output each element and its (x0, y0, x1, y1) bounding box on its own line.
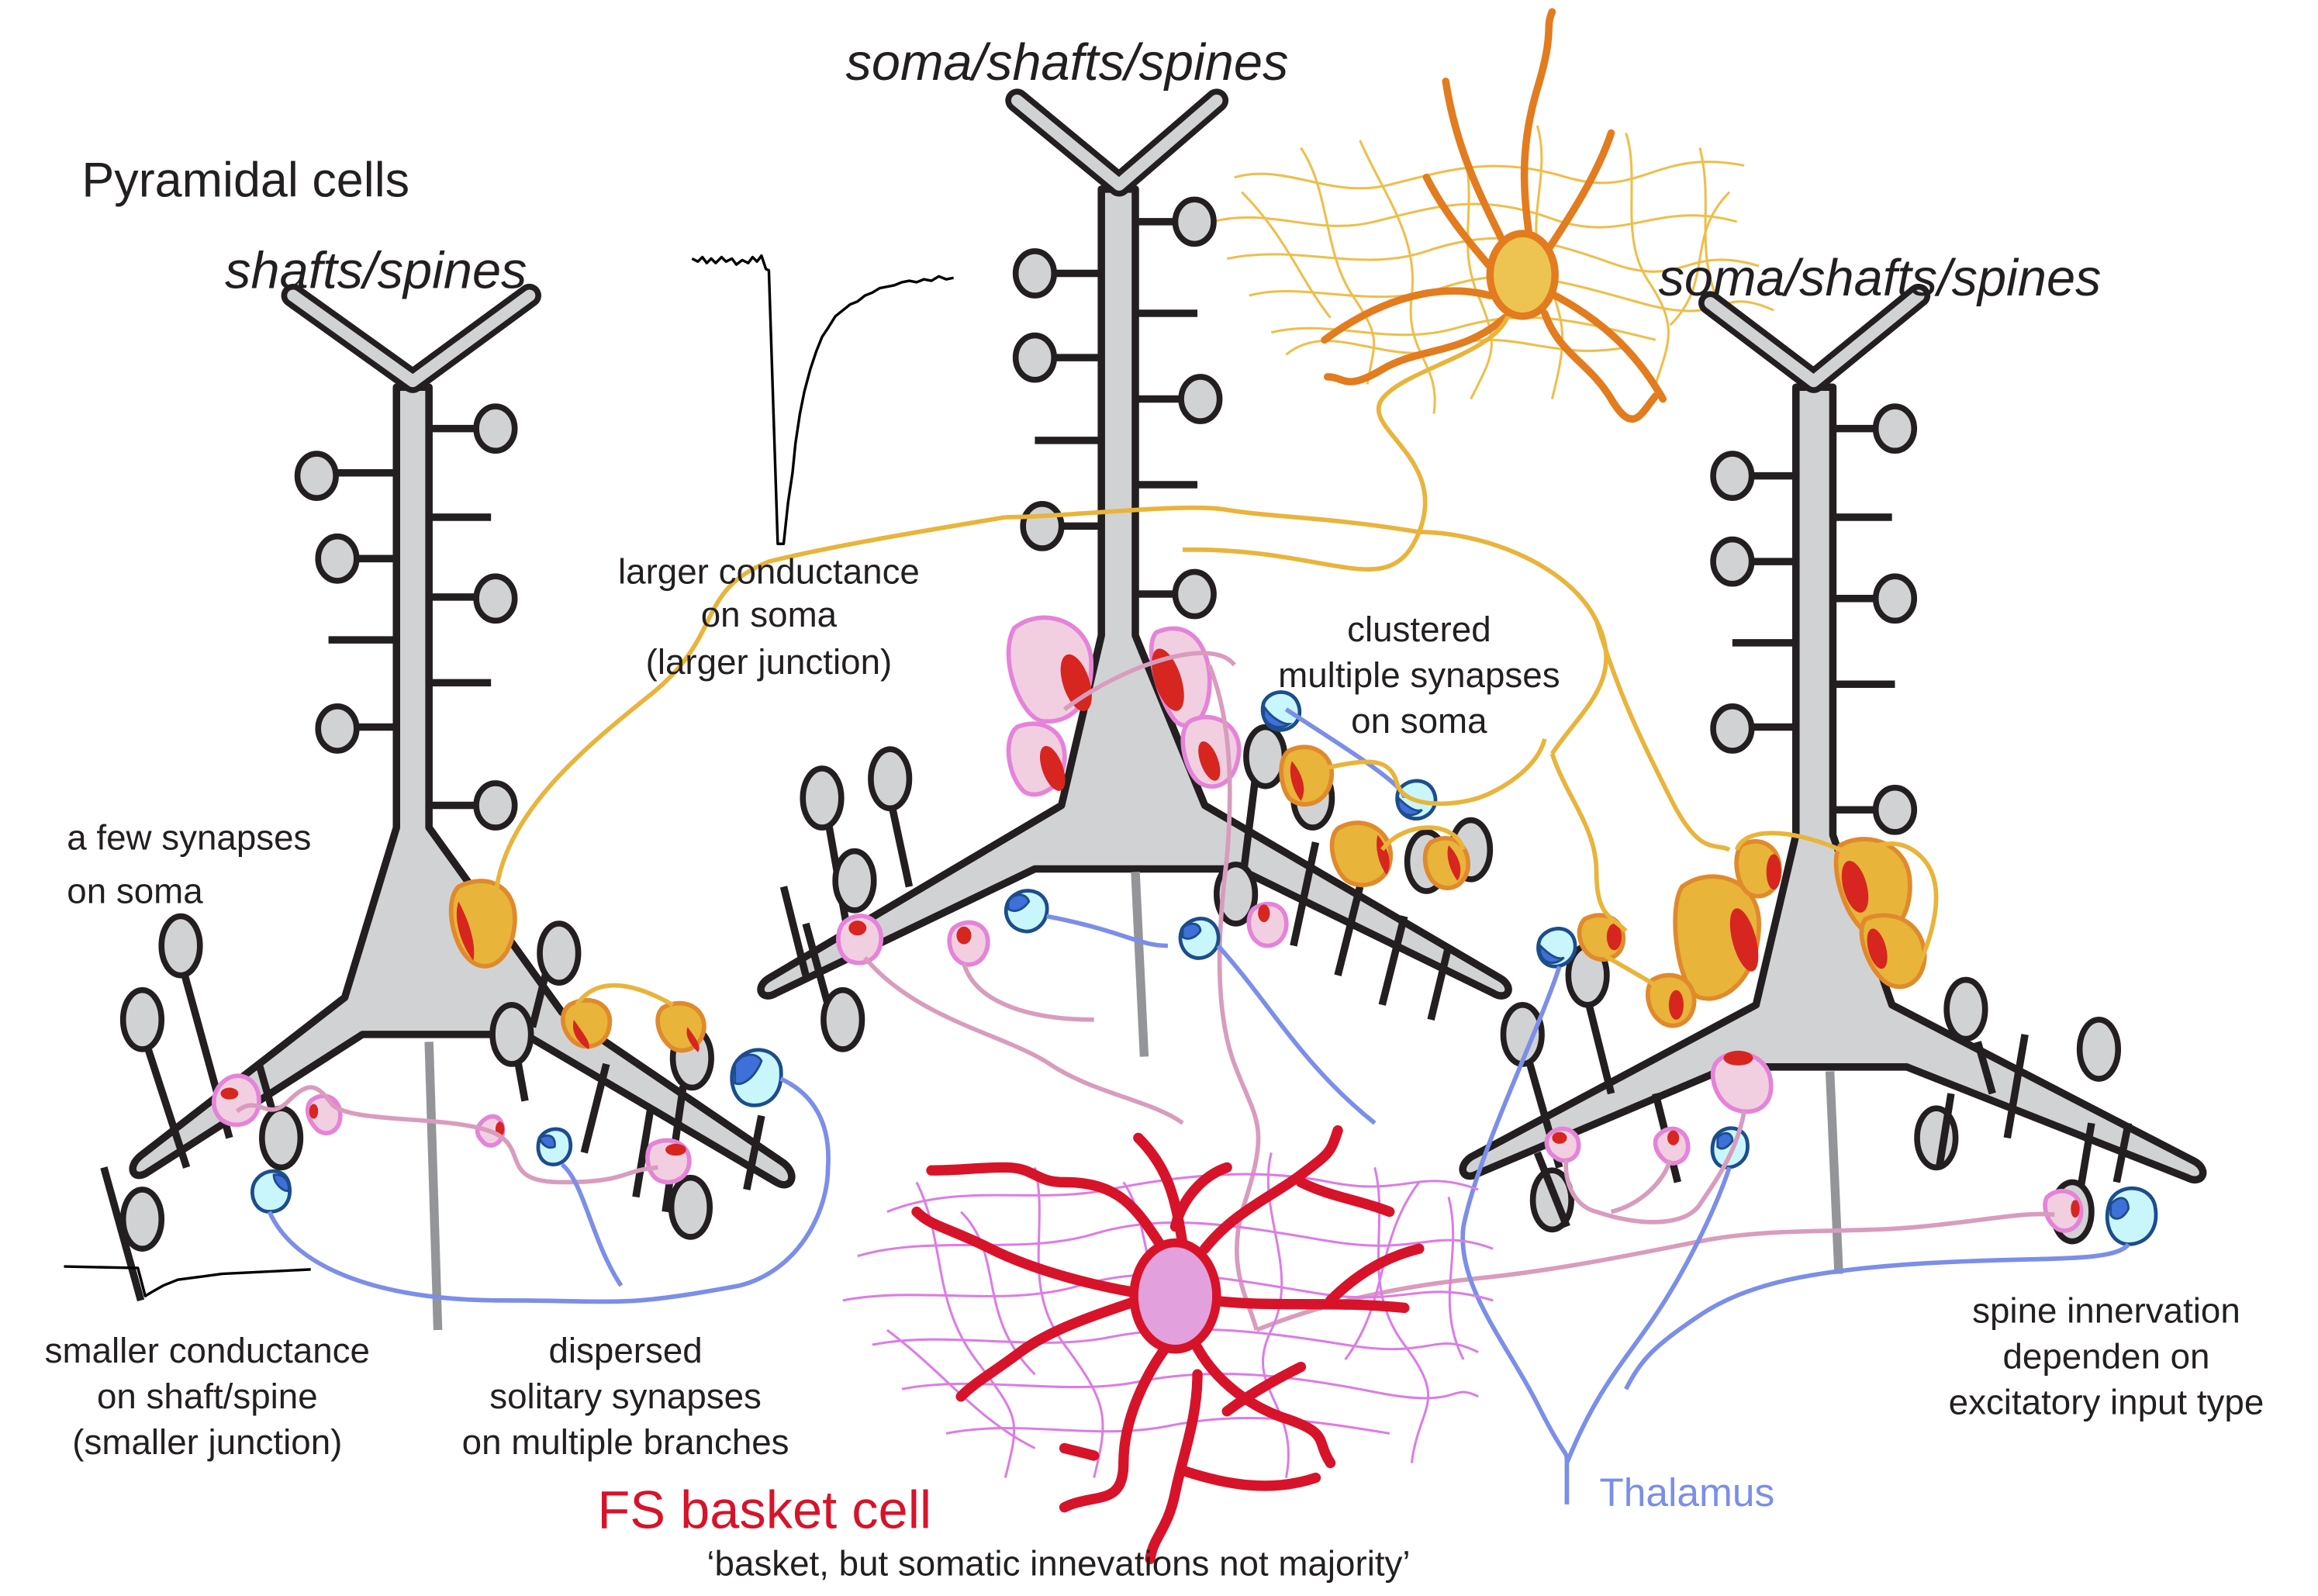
cortical-input-dendrite (1321, 287, 1494, 344)
left-spines (100, 403, 765, 1302)
spine-head (1020, 500, 1065, 551)
right-annotation: spine innervation dependen on excitatory… (1949, 1290, 2264, 1422)
right-spines (1500, 403, 2133, 1245)
left-pyramidal-cell (100, 283, 1006, 1331)
spine-head (1172, 568, 1217, 620)
cortical-input-neuron (1182, 8, 1774, 572)
spine-head (315, 533, 360, 584)
svg-text:solitary synapses: solitary synapses (489, 1377, 762, 1416)
spine-head (1243, 724, 1288, 789)
spine-head (820, 986, 865, 1052)
svg-text:smaller conductance: smaller conductance (45, 1331, 370, 1370)
cortical-input-dendrite (1323, 313, 1509, 385)
small-trace-caption: smaller conductance on shaft/spine (smal… (45, 1331, 370, 1462)
middle-annotation: clustered multiple synapses on soma (1278, 610, 1560, 741)
spine-head (1012, 332, 1058, 383)
middle-apical-tuft (1005, 88, 1229, 197)
svg-text:a few synapses: a few synapses (67, 818, 311, 858)
cortical-bouton (561, 997, 613, 1049)
left-target-label: shafts/spines (225, 243, 527, 300)
spine-head (1872, 403, 1918, 454)
spine-head (315, 703, 360, 754)
spine-head (473, 573, 518, 624)
right-apical-dendrite (1459, 383, 2207, 1183)
dispersed-caption: dispersed solitary synapses on multiple … (462, 1331, 789, 1462)
svg-text:multiple synapses: multiple synapses (1278, 655, 1560, 695)
spine-head (1710, 703, 1755, 754)
cortical-bouton (1329, 820, 1394, 887)
svg-text:clustered: clustered (1347, 610, 1491, 649)
svg-text:on multiple branches: on multiple branches (462, 1422, 789, 1462)
spine-head (2076, 1017, 2122, 1082)
cortical-bouton (1279, 744, 1334, 807)
right-apical-tuft (1698, 283, 1931, 393)
spine-head (1943, 976, 1988, 1042)
spine-head (1872, 573, 1918, 624)
svg-text:dependen on: dependen on (2002, 1337, 2209, 1377)
middle-axon-initial-segment (1131, 872, 1149, 1057)
svg-text:excitatory input type: excitatory input type (1949, 1383, 2264, 1422)
cortical-input-dendrite (1551, 292, 1667, 403)
right-pyramidal-cell (1256, 283, 2207, 1504)
svg-text:on shaft/spine: on shaft/spine (97, 1377, 318, 1416)
spine-head (119, 986, 165, 1052)
spine-head (1012, 248, 1058, 299)
middle-target-label: soma/shafts/spines (846, 34, 1289, 92)
spine-head (119, 1187, 165, 1252)
cortical-bouton (1673, 874, 1762, 1001)
spine-head (489, 1001, 534, 1067)
spine-head (668, 1174, 713, 1240)
right-axon-initial-segment (1825, 1071, 1843, 1274)
spine-head (259, 1105, 304, 1171)
spine-head (473, 403, 518, 454)
svg-text:(larger junction): (larger junction) (646, 642, 893, 682)
fs-basket-cell (842, 1125, 1494, 1565)
spine-head (1172, 196, 1217, 247)
svg-text:on soma: on soma (701, 595, 838, 634)
spine-head (1710, 536, 1755, 587)
fs-bouton (212, 1073, 261, 1128)
large-conductance-trace (691, 254, 954, 545)
thalamus-label: Thalamus (1599, 1470, 1774, 1515)
spine-head (473, 780, 518, 831)
left-annotation: a few synapses on soma (67, 818, 311, 911)
svg-text:(smaller junction): (smaller junction) (72, 1422, 342, 1462)
cortical-input-dendrite (1422, 173, 1500, 278)
right-target-label: soma/shafts/spines (1659, 250, 2102, 307)
left-axon-initial-segment (424, 1042, 443, 1331)
small-conductance-trace (64, 1265, 311, 1297)
cortical-input-dendrite (1442, 78, 1511, 255)
spine-head (294, 451, 339, 501)
cortical-input-dendrite (1520, 8, 1556, 255)
svg-text:larger conductance: larger conductance (618, 552, 920, 592)
spine-head (832, 848, 877, 914)
spine-head (158, 913, 203, 979)
large-trace-caption: larger conductance on soma (larger junct… (618, 552, 920, 682)
svg-text:on soma: on soma (1351, 701, 1487, 741)
spine-head (800, 765, 845, 831)
svg-text:on soma: on soma (67, 871, 203, 910)
svg-text:spine innervation: spine innervation (1972, 1290, 2240, 1330)
spine-head (1710, 451, 1755, 501)
fs-cell-label: FS basket cell (597, 1480, 931, 1539)
cortical-input-axon (1182, 315, 1510, 572)
spine-head (1872, 784, 1918, 835)
middle-pyramidal-cell (757, 88, 1608, 1331)
left-apical-tuft (281, 283, 541, 393)
cortical-input-dendrite (1541, 309, 1660, 423)
cortical-input-soma (1486, 230, 1559, 320)
fs-cell-subtitle: ‘basket, but somatic innevations not maj… (706, 1543, 1410, 1583)
fs-soma (1129, 1238, 1221, 1354)
svg-text:dispersed: dispersed (548, 1331, 702, 1370)
spine-head (868, 746, 913, 812)
cortical-input-arbor (1211, 125, 1774, 414)
fs-bouton (1653, 1126, 1691, 1166)
figure-title: Pyramidal cells (81, 153, 409, 207)
spine-head (537, 921, 582, 986)
fs-dendrites (911, 1125, 1425, 1565)
spine-head (1178, 374, 1223, 424)
